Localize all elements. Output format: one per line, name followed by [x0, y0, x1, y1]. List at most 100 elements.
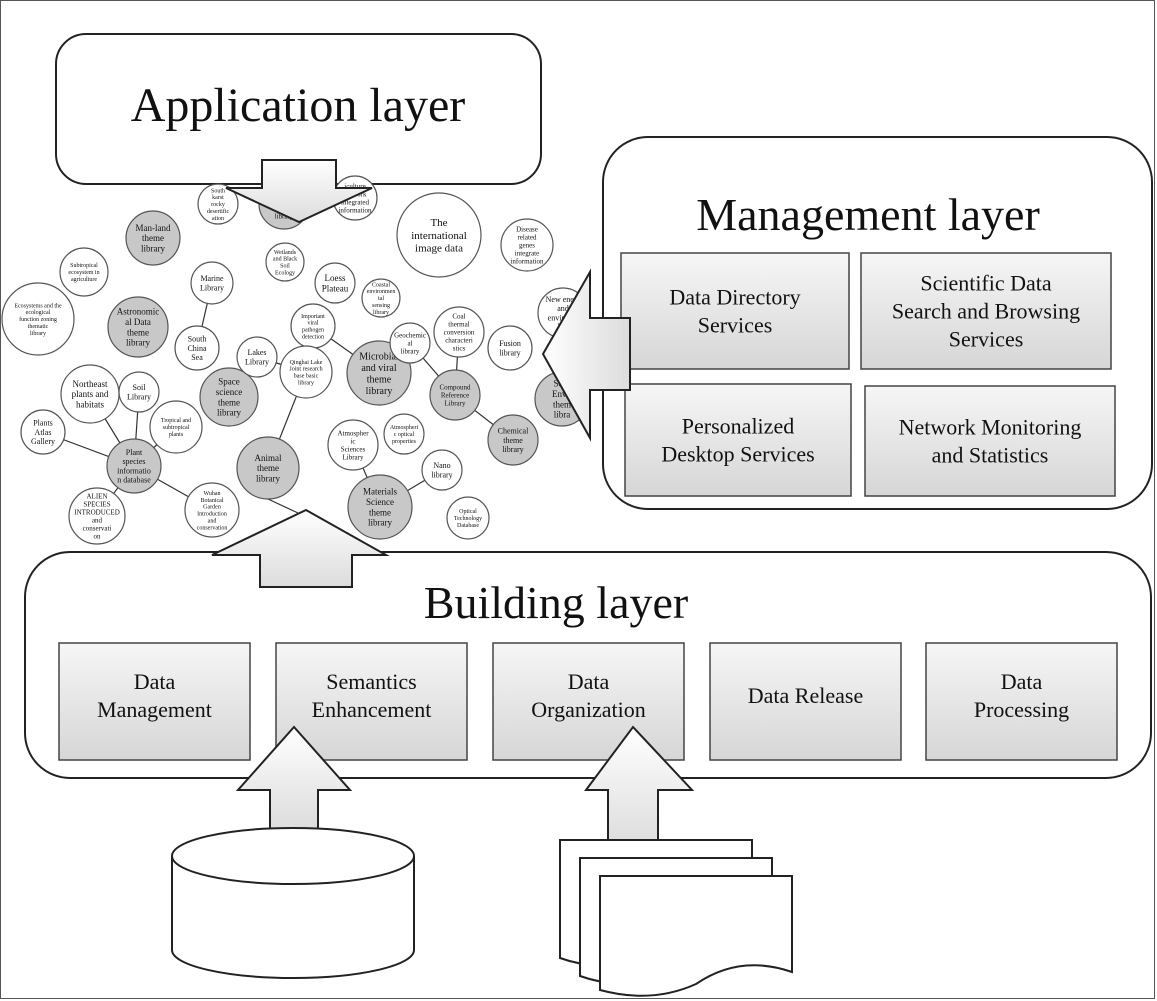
library-label: Wetlands — [274, 250, 297, 256]
library-label: sensing — [372, 303, 390, 309]
library-label: library — [298, 380, 314, 386]
library-label: Botanical — [201, 498, 224, 504]
service-label: Search and Browsing — [892, 299, 1080, 324]
library-label: Qinghai Lake — [290, 360, 323, 366]
library-label: genes — [519, 241, 535, 249]
library-label: and — [208, 518, 217, 524]
library-label: Atlas — [35, 428, 52, 437]
management-layer-title: Management layer — [696, 189, 1040, 240]
management-layer: Management layer Data DirectoryServicesS… — [602, 136, 1153, 510]
library-label: library — [373, 310, 389, 316]
library-label: Microbial — [359, 351, 399, 362]
library-bubble-wuhan: WuhanBotanicalGardenIntroductionandconse… — [184, 482, 240, 538]
service-label: Services — [698, 313, 773, 338]
library-label: Library — [445, 400, 466, 408]
library-label: Disease — [516, 225, 538, 233]
library-label: Man-land — [136, 223, 171, 233]
library-label: and — [92, 516, 103, 524]
library-label: and Black — [273, 257, 297, 263]
library-label: library — [431, 470, 452, 479]
library-label: ic — [350, 437, 355, 445]
service-label: Data Directory — [669, 285, 800, 310]
library-label: function zoning — [19, 316, 57, 323]
building-layer-title: Building layer — [424, 577, 688, 628]
library-label: plants and — [72, 389, 109, 399]
library-label: ecosystem in — [68, 270, 99, 276]
documents-icon — [559, 839, 793, 997]
library-label: plants — [169, 432, 184, 438]
library-label: INTRODUCED — [74, 508, 120, 516]
library-label: library — [401, 348, 420, 356]
left-arrow-icon — [541, 268, 631, 442]
library-label: Materials — [363, 487, 397, 497]
library-label: conversion — [444, 328, 475, 336]
library-label: library — [368, 518, 392, 528]
library-label: Database — [457, 523, 479, 529]
library-label: Joint research — [289, 367, 322, 373]
library-label: New energ — [546, 295, 581, 304]
library-label: and viral — [361, 363, 396, 374]
library-label: Library — [343, 454, 364, 462]
library-label: Library — [200, 283, 224, 292]
library-label: Chemical — [498, 427, 529, 436]
library-label: library — [275, 213, 294, 221]
library-label: al — [407, 339, 412, 347]
service-label: Network Monitoring — [899, 415, 1082, 440]
library-label: tal — [378, 296, 384, 302]
application-layer-title: Application layer — [131, 79, 466, 132]
library-label: Atmospheri — [390, 425, 419, 431]
library-label: Garden — [203, 505, 221, 511]
library-label: Ecology — [275, 270, 295, 276]
library-label: al Data — [125, 317, 151, 327]
library-label: ecological — [26, 310, 51, 316]
library-label: and — [557, 304, 569, 313]
library-label: subtropical — [163, 425, 190, 431]
library-label: Astronomic — [117, 307, 160, 317]
library-label: habitats — [76, 400, 104, 410]
database-icon — [171, 827, 415, 979]
library-label: Science — [366, 497, 394, 507]
library-label: stics — [453, 345, 466, 353]
library-label: Loess — [325, 273, 346, 283]
module-label: Data — [134, 669, 176, 694]
library-label: science — [216, 387, 242, 397]
service-label: Services — [949, 327, 1024, 352]
library-label: informatio — [117, 466, 151, 475]
module-label: Data Release — [748, 683, 863, 708]
library-label: c optical — [394, 432, 415, 438]
application-layer: Application layer — [55, 33, 542, 185]
library-label: them — [553, 399, 571, 409]
library-label: pathogen — [302, 328, 324, 334]
library-label: iculture — [344, 182, 365, 190]
down-arrow-icon — [225, 159, 373, 224]
library-label: library — [499, 348, 520, 357]
library-label: Soil — [280, 264, 290, 270]
library-label: integrate — [515, 250, 540, 258]
library-label: library — [256, 474, 280, 484]
library-label: theme — [218, 397, 240, 407]
library-label: Compound — [439, 383, 471, 391]
module-release: Data Release — [709, 642, 902, 761]
